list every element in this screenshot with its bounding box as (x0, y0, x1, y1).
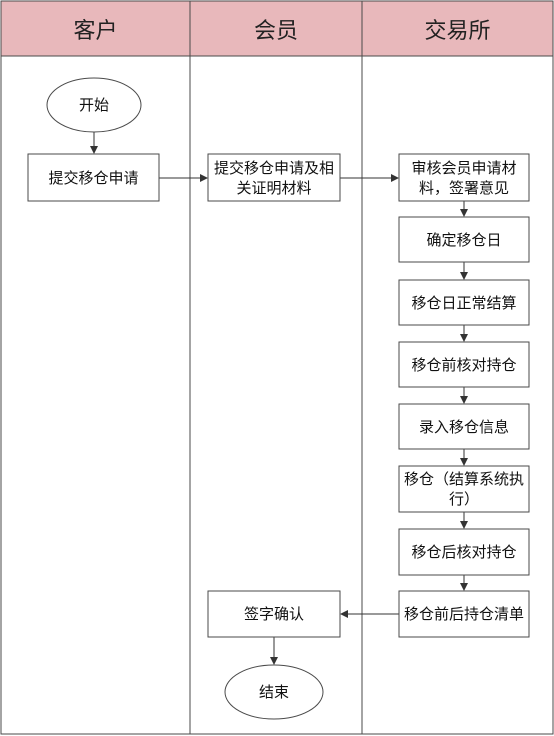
lane-header-band-member (189, 0, 363, 57)
node-member-submit: 提交移仓申请及相关证明材料 (213, 158, 334, 197)
box-sign (207, 590, 341, 638)
node-set-transfer-date: 确定移仓日 (426, 230, 502, 249)
node-shapes (27, 77, 530, 720)
node-submit-request: 提交移仓申请 (48, 168, 139, 187)
node-position-list: 移仓前后持仓清单 (403, 605, 524, 623)
box-transfer (398, 465, 530, 513)
node-transfer-execute: 移仓（结算系统执行） (403, 470, 524, 508)
box-check-after (398, 528, 530, 576)
box-set-date (398, 216, 530, 263)
box-position-list (398, 590, 530, 638)
box-submit (27, 153, 160, 202)
lane-header-customer: 客户 (73, 18, 118, 44)
node-review-materials: 审核会员申请材料，签署意见 (411, 158, 517, 197)
node-normal-settlement: 移仓日正常结算 (411, 293, 517, 312)
ellipse-start (46, 77, 142, 133)
node-start: 开始 (78, 96, 109, 114)
lane-header-band-customer (0, 0, 191, 57)
node-sign-confirm: 签字确认 (243, 605, 304, 623)
lane-frame-exchange (361, 0, 554, 735)
node-check-before: 移仓前核对持仓 (411, 355, 517, 374)
node-check-after: 移仓后核对持仓 (411, 543, 517, 561)
box-settle (398, 279, 530, 326)
ellipse-end (224, 664, 324, 720)
box-check-before (398, 341, 530, 388)
box-review (398, 153, 530, 202)
lane-header-band-exchange (361, 0, 554, 57)
lane-header-member: 会员 (253, 18, 298, 44)
node-enter-info: 录入移仓信息 (418, 417, 509, 436)
node-end: 结束 (258, 683, 289, 701)
box-member-submit (207, 153, 341, 202)
box-enter-info (398, 403, 530, 450)
flow-arrows (90, 132, 468, 665)
lane-header-exchange: 交易所 (424, 18, 491, 44)
